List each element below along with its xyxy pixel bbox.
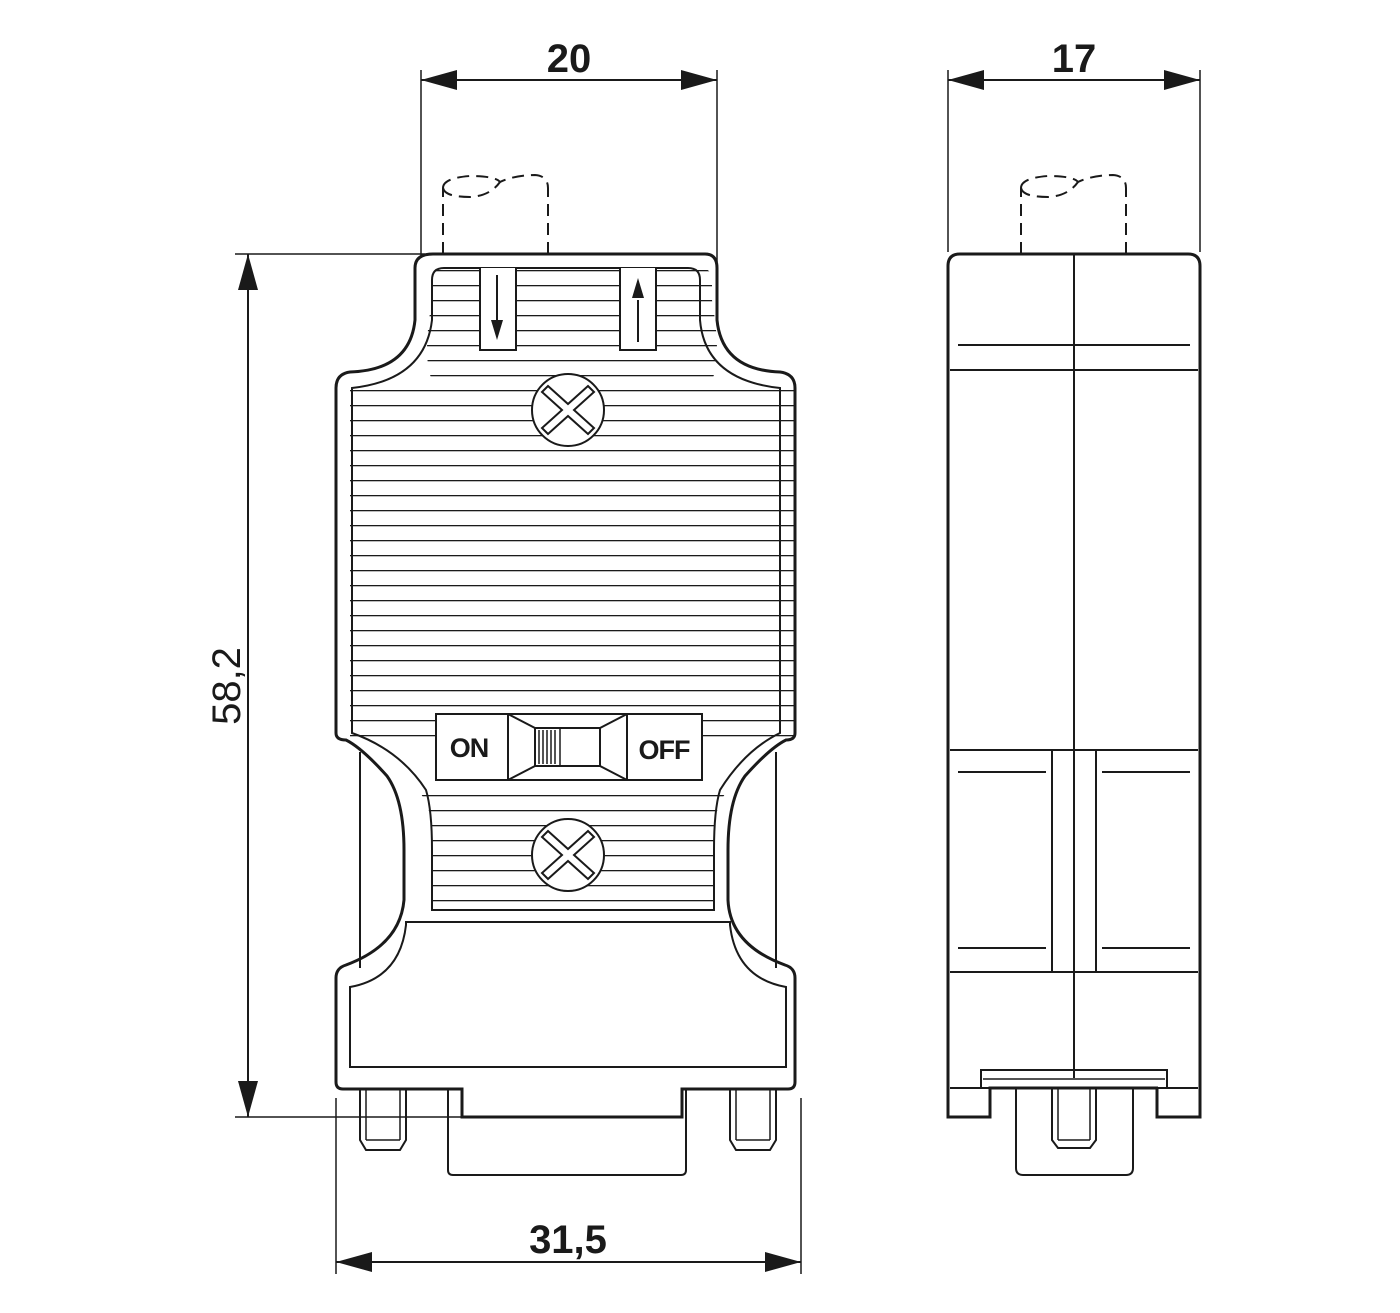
cable-slot-right: [619, 268, 657, 351]
locking-bolt-left-icon: [359, 1089, 407, 1151]
d-sub-plug-icon: [447, 1089, 687, 1176]
dimension-label-side-width: 17: [1052, 37, 1097, 81]
dimension-label-height: 58,2: [205, 647, 249, 725]
screw-bottom-icon: [531, 818, 605, 892]
dimension-bottom-width: 31,5: [335, 1098, 802, 1274]
switch-grip-icon: [538, 728, 561, 766]
side-plate: [980, 1069, 1168, 1089]
dimension-label-bottom-width: 31,5: [529, 1218, 607, 1262]
cable-entry-dashed-icon: [442, 173, 549, 254]
side-cable-entry-dashed-icon: [1020, 173, 1127, 254]
switch-off-label: OFF: [639, 735, 690, 765]
dimension-top-width: 20: [420, 37, 718, 262]
arrow-down-icon: [491, 320, 503, 340]
side-locking-bolt-icon: [1051, 1088, 1097, 1149]
dimension-height: 58,2: [205, 253, 462, 1118]
housing-outline: [334, 252, 797, 1119]
slide-switch: ON OFF: [435, 713, 703, 781]
arrow-up-icon: [632, 278, 644, 298]
switch-on-label: ON: [450, 733, 489, 763]
side-housing-outline: [946, 252, 1202, 1119]
dimension-side-width: 17: [947, 37, 1201, 252]
side-view: 17: [946, 37, 1202, 1176]
side-d-sub-plug-icon: [1015, 1088, 1134, 1176]
screw-top-icon: [531, 373, 605, 447]
cable-slot-left: [479, 268, 517, 351]
housing-lower-inner-frame: [349, 921, 787, 1068]
front-view: 20 58,2 31,5: [205, 37, 802, 1274]
locking-bolt-right-icon: [729, 1089, 777, 1151]
dimension-label-top-width: 20: [547, 37, 592, 81]
